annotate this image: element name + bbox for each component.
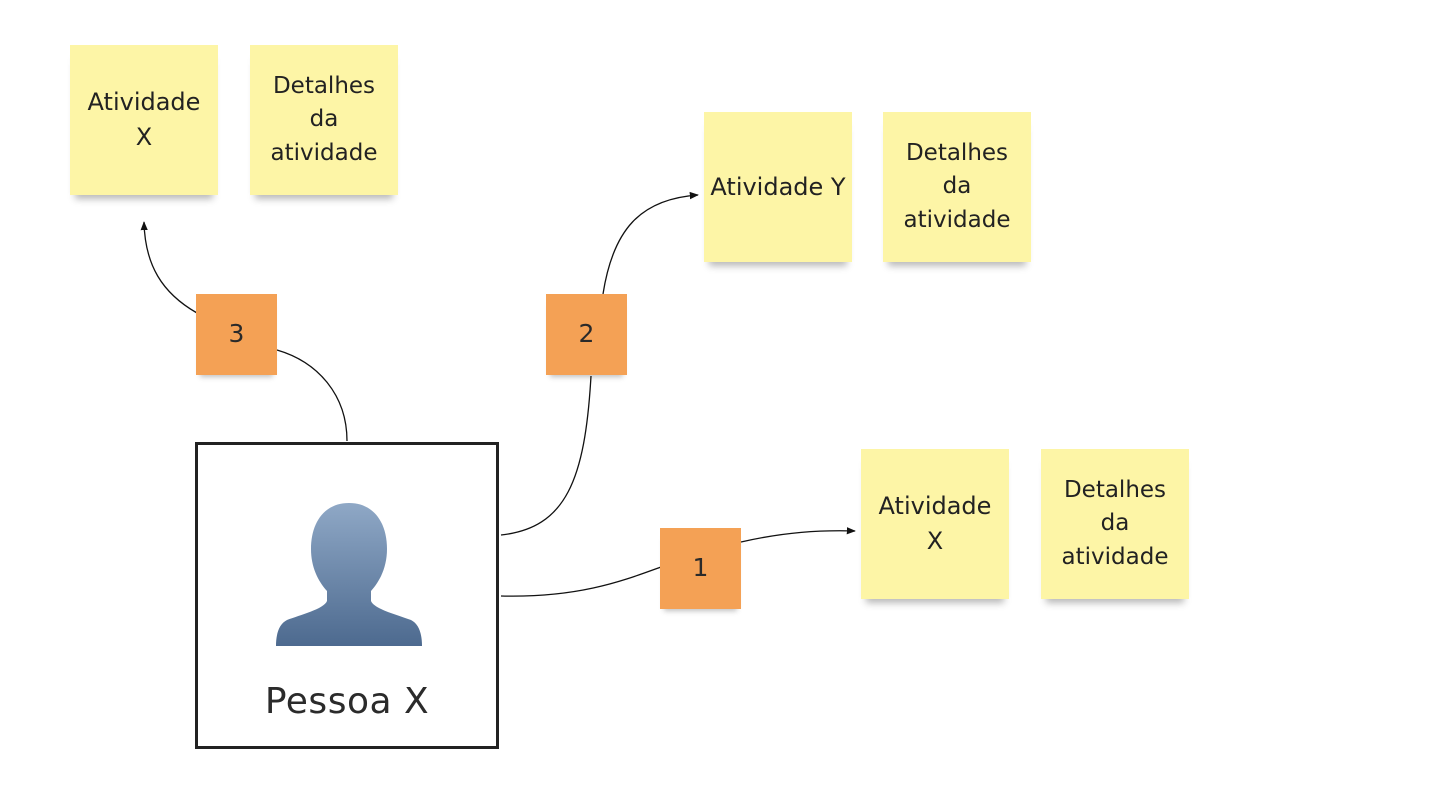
details-label: Detalhes da atividade — [1061, 476, 1169, 570]
connector-step-3 — [144, 222, 348, 442]
step-number: 3 — [228, 319, 245, 349]
step-number: 1 — [692, 553, 709, 583]
sticky-step-1[interactable]: 1 — [660, 528, 741, 609]
sticky-details-step-1[interactable]: Detalhes da atividade — [1041, 449, 1189, 599]
activity-label: Atividade Y — [710, 172, 846, 201]
user-silhouette-icon — [276, 503, 422, 646]
sticky-activity-step-2[interactable]: Atividade Y — [704, 112, 852, 262]
activity-label: Atividade X — [87, 88, 201, 151]
sticky-activity-step-1[interactable]: Atividade X — [861, 449, 1009, 599]
step-number: 2 — [578, 319, 595, 349]
sticky-details-step-2[interactable]: Detalhes da atividade — [883, 112, 1031, 262]
sticky-step-2[interactable]: 2 — [546, 294, 627, 375]
sticky-details-step-3[interactable]: Detalhes da atividade — [250, 45, 398, 195]
activity-label: Atividade X — [878, 492, 992, 555]
connector-step-2 — [500, 195, 698, 536]
sticky-step-3[interactable]: 3 — [196, 294, 277, 375]
person-name: Pessoa X — [264, 681, 430, 722]
details-label: Detalhes da atividade — [903, 139, 1011, 233]
person-card[interactable]: Pessoa X — [195, 442, 499, 749]
sticky-activity-step-3[interactable]: Atividade X — [70, 45, 218, 195]
details-label: Detalhes da atividade — [270, 72, 378, 166]
connector-step-1 — [500, 531, 855, 597]
